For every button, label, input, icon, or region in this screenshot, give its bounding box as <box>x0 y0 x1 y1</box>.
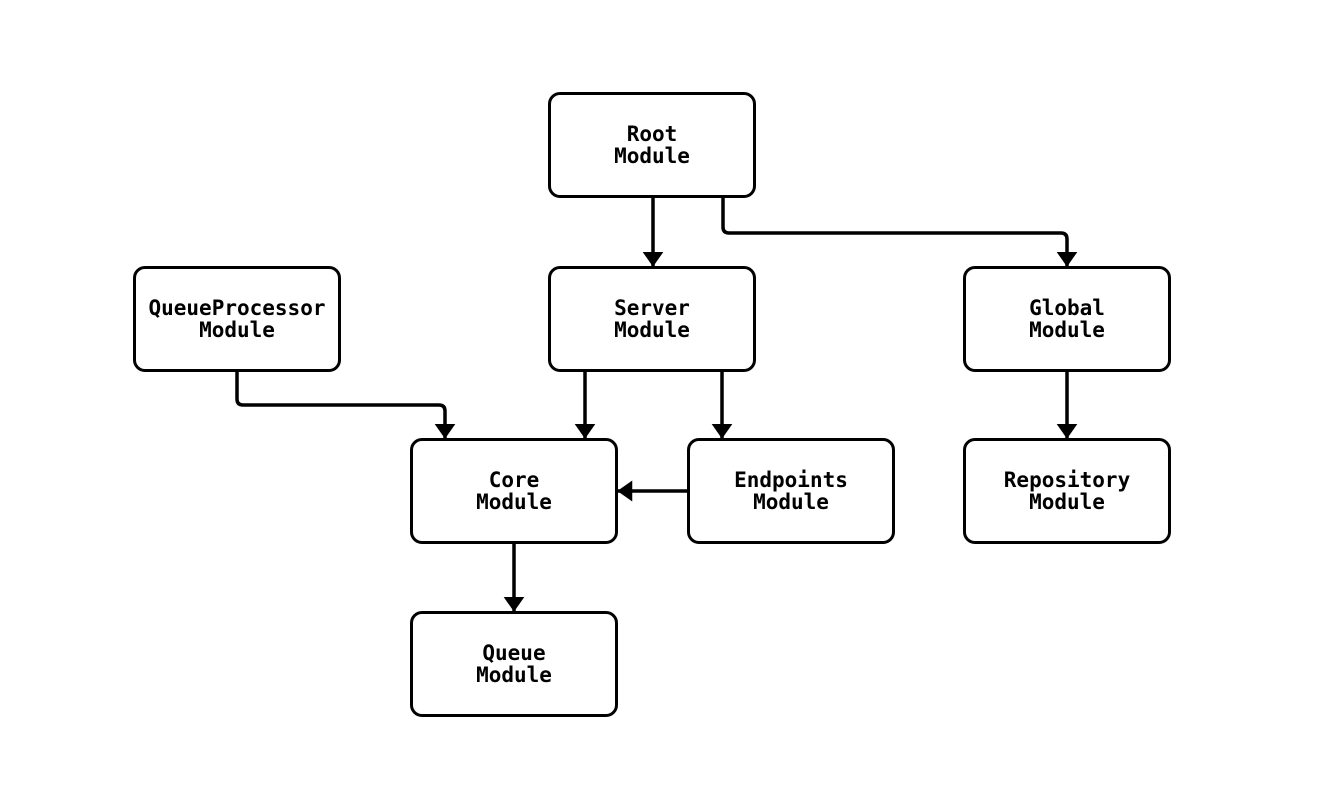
node-root-module: Root Module <box>548 92 756 198</box>
node-endpoints-module: Endpoints Module <box>687 438 895 544</box>
diagram-edge-group <box>235 198 1078 612</box>
node-server-module: Server Module <box>548 266 756 372</box>
edge-queueprocessor-to-core <box>235 372 456 439</box>
node-core-module: Core Module <box>410 438 618 544</box>
edge-root-to-global <box>721 198 1078 267</box>
node-global-module: Global Module <box>963 266 1171 372</box>
node-queue-module: Queue Module <box>410 611 618 717</box>
node-repository-module: Repository Module <box>963 438 1171 544</box>
node-queueprocessor-module: QueueProcessor Module <box>133 266 341 372</box>
